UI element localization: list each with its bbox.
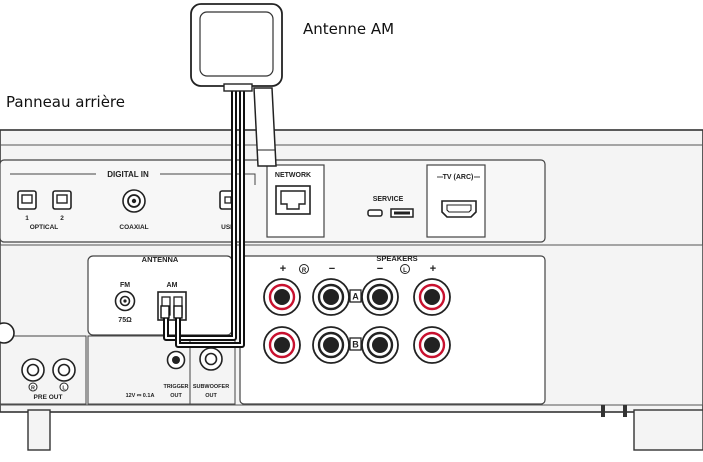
network-label: NETWORK <box>275 172 311 179</box>
am-antenna-cable <box>160 88 245 348</box>
optical-label: OPTICAL <box>30 224 59 231</box>
speakers-row-a-label: A <box>352 292 359 302</box>
network-group: NETWORK <box>266 164 325 238</box>
usb-label: USB <box>221 224 235 231</box>
speaker-terminal-a-right-minus[interactable] <box>312 278 350 316</box>
service-group: SERVICE <box>367 196 414 218</box>
speaker-terminal-a-right-plus[interactable] <box>263 278 301 316</box>
pre-out-left-mark: L <box>62 386 66 392</box>
coaxial-jack[interactable] <box>122 189 146 213</box>
speakers-right-mark: R <box>302 268 307 274</box>
am-antenna-callout: Antenne AM <box>303 20 395 38</box>
antenna-title: ANTENNA <box>142 255 179 264</box>
service-micro-usb-port[interactable] <box>367 209 383 217</box>
hdmi-port[interactable] <box>441 200 477 218</box>
fm-impedance-label: 75Ω <box>118 317 132 324</box>
speakers-left-plus: + <box>430 263 436 275</box>
service-label: SERVICE <box>373 196 404 203</box>
trigger-group: 12V ⎓ 0.1A TRIGGER OUT <box>87 335 191 405</box>
pre-out-right-mark: R <box>31 386 35 392</box>
speaker-terminal-b-left-minus[interactable] <box>361 326 399 364</box>
speaker-terminal-a-left-plus[interactable] <box>413 278 451 316</box>
speakers-right-minus: − <box>329 263 335 275</box>
network-port[interactable] <box>275 185 311 215</box>
pre-out-label: PRE OUT <box>34 394 63 401</box>
subwoofer-label-line2: OUT <box>205 393 217 399</box>
trigger-voltage-label: 12V ⎓ 0.1A <box>126 393 155 399</box>
trigger-out-jack[interactable] <box>166 350 186 370</box>
pre-out-left-jack[interactable] <box>52 358 76 382</box>
pre-out-group: R L PRE OUT <box>0 335 87 405</box>
antenna-group: ANTENNA FM 75Ω AM <box>87 255 233 336</box>
am-antenna-unit <box>190 3 283 167</box>
speaker-terminal-b-right-minus[interactable] <box>312 326 350 364</box>
optical-port-2[interactable] <box>52 190 72 210</box>
coaxial-label: COAXIAL <box>119 224 148 231</box>
speakers-group: SPEAKERS + R − − L + A <box>239 254 546 405</box>
optical-port-2-number: 2 <box>60 215 64 222</box>
optical-port-1-number: 1 <box>25 215 29 222</box>
speakers-left-minus: − <box>377 263 383 275</box>
fm-antenna-jack[interactable] <box>114 290 136 312</box>
pre-out-right-jack[interactable] <box>21 358 45 382</box>
optical-port-1[interactable] <box>17 190 37 210</box>
side-jack-partial[interactable] <box>0 322 15 344</box>
speaker-terminal-a-left-minus[interactable] <box>361 278 399 316</box>
tv-arc-label: TV (ARC) <box>443 174 474 181</box>
digital-in-title: DIGITAL IN <box>107 170 149 179</box>
speakers-right-plus: + <box>280 263 286 275</box>
speakers-title: SPEAKERS <box>376 254 417 263</box>
speakers-left-mark: L <box>403 268 407 274</box>
digital-in-group: DIGITAL IN 1 2 OPTICAL COAXIAL USB <box>10 170 256 231</box>
am-label: AM <box>167 282 178 289</box>
speaker-terminal-b-left-plus[interactable] <box>413 326 451 364</box>
subwoofer-label-line1: SUBWOOFER <box>193 384 229 390</box>
speakers-row-b-label: B <box>352 340 359 350</box>
trigger-label-line1: TRIGGER <box>163 384 188 390</box>
rear-panel-callout: Panneau arrière <box>6 93 125 111</box>
tv-arc-group: TV (ARC) <box>426 164 486 238</box>
fm-label: FM <box>120 282 130 289</box>
speaker-terminal-b-right-plus[interactable] <box>263 326 301 364</box>
trigger-label-line2: OUT <box>170 393 182 399</box>
subwoofer-out-jack[interactable] <box>199 347 223 371</box>
service-usb-port[interactable] <box>390 208 414 218</box>
